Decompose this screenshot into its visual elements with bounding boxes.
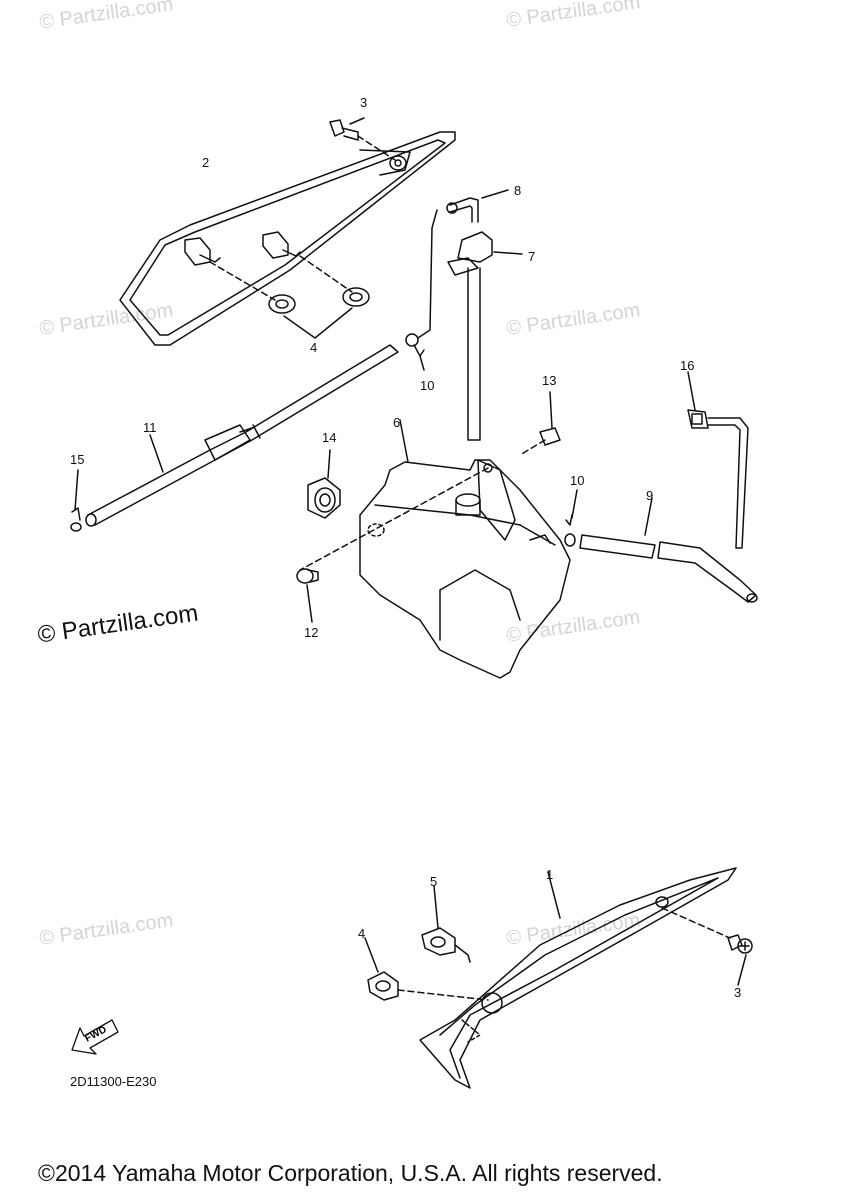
hose-clip-right: [564, 514, 576, 547]
fwd-arrow-icon: [71, 1019, 119, 1055]
callout-label: 11: [143, 420, 157, 435]
breather-hose: [85, 344, 399, 527]
callout-label: 1: [546, 867, 554, 882]
diagram-code: 2D11300-E230: [70, 1074, 157, 1089]
callout-label: 4: [358, 926, 366, 941]
callout-label: 13: [542, 373, 557, 388]
callout-label: 10: [420, 378, 435, 393]
drain-hose: [579, 534, 758, 603]
oil-tank: [359, 459, 571, 679]
callout-label: 15: [70, 452, 85, 467]
screw-lower: [727, 934, 753, 954]
callout-label: 16: [680, 358, 695, 373]
tank-cap: [447, 231, 523, 441]
copyright-notice: ©2014 Yamaha Motor Corporation, U.S.A. A…: [38, 1160, 663, 1186]
callout-label: 4: [310, 340, 318, 355]
callout-label: 14: [322, 430, 337, 445]
callout-label: 12: [304, 625, 319, 640]
grommet-upper: [268, 287, 370, 314]
callout-label: 3: [734, 985, 742, 1000]
grommet-5: [421, 927, 471, 963]
callout-label: 5: [430, 874, 438, 889]
fwd-label: FWD: [83, 1024, 108, 1044]
side-cover-lower: [419, 867, 737, 1089]
callout-label: 3: [360, 95, 368, 110]
callout-label: 7: [528, 249, 536, 264]
grommet-lower: [367, 971, 399, 1001]
callout-label: 10: [570, 473, 585, 488]
callout-label: 2: [202, 155, 210, 170]
tank-bolt: [519, 427, 561, 456]
hose-elbow: [446, 189, 509, 223]
hose-clip-upper: [405, 333, 425, 371]
tank-damper: [296, 568, 319, 584]
callout-label: 6: [393, 415, 401, 430]
callout-label: 8: [514, 183, 522, 198]
hose-clamp: [687, 409, 749, 549]
callout-label: 9: [646, 488, 654, 503]
tank-grommet: [307, 477, 341, 519]
hose-clip-left: [70, 507, 82, 532]
side-cover-upper: [119, 131, 456, 346]
